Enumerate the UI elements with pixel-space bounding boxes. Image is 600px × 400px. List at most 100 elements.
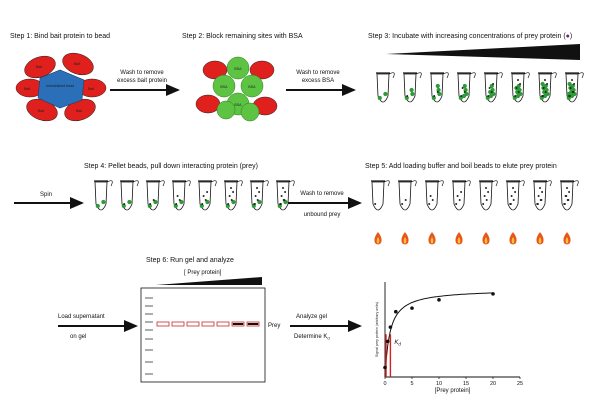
bsa-label: BSA <box>234 67 242 71</box>
prey-legend-dot: ● <box>566 33 570 40</box>
flame-icon <box>455 232 463 245</box>
bait-bead-complex: Immobilized bead Bait Bait Bait Bait Bai… <box>15 52 107 122</box>
tube <box>403 72 422 103</box>
bsa-label: BSA <box>220 85 228 89</box>
tube <box>398 180 417 211</box>
bait-label: Bait <box>36 65 42 69</box>
wash-arrow-2-line1: Wash to remove <box>296 70 340 76</box>
flame-icon <box>401 232 409 245</box>
tube <box>533 180 552 211</box>
tube-row-step3 <box>376 72 584 103</box>
prey-bands <box>156 321 260 327</box>
gel-concentration-wedge <box>156 277 262 285</box>
tube <box>457 72 476 103</box>
bait-label: Bait <box>24 87 30 91</box>
bait-label: Bait <box>88 87 94 91</box>
tube <box>560 180 579 211</box>
gel-lane-band <box>231 321 245 327</box>
binding-curve-chart: 0 5 10 15 20 25 Kd [Prey protein] Signal prey… <box>375 282 523 394</box>
wash-arrow-3-line2: unbound prey <box>304 212 341 218</box>
tube <box>276 180 295 211</box>
gel-band-fill <box>247 323 259 325</box>
tube <box>425 180 444 211</box>
flame-icon <box>374 232 382 245</box>
tube <box>250 180 269 211</box>
tube-row-step5 <box>371 180 579 211</box>
kd-label: Kd <box>394 340 401 347</box>
gel-header: [ Prey protein] <box>184 270 222 276</box>
tube <box>511 72 530 103</box>
tube <box>198 180 217 211</box>
tube <box>565 72 584 103</box>
tube <box>484 72 503 103</box>
step5-title: Step 5: Add loading buffer and boil bead… <box>365 163 557 170</box>
gel: [ Prey protein] Prey <box>140 270 280 383</box>
data-point <box>410 306 414 310</box>
tube <box>172 180 191 211</box>
step4-title: Step 4: Pellet beads, pull down interact… <box>84 163 258 170</box>
y-axis-label: Signal prey protein (arbitrary units) <box>375 302 379 357</box>
x-tick-label: 20 <box>490 381 496 387</box>
x-tick-label: 15 <box>463 381 469 387</box>
gel-lane-band <box>186 321 200 327</box>
x-tick-label: 25 <box>517 381 523 387</box>
step3-title: Step 3: Incubate with increasing concent… <box>368 33 572 40</box>
tube <box>146 180 165 211</box>
gel-lane-band <box>201 321 215 327</box>
tube <box>376 72 395 103</box>
step2-title: Step 2: Block remaining sites with BSA <box>182 33 303 40</box>
gel-frame <box>140 287 266 383</box>
flame-row <box>374 232 571 245</box>
analyze-arrow-line1: Analyze gel <box>296 314 327 320</box>
fit-curve <box>384 292 494 378</box>
gel-lane-band <box>171 321 185 327</box>
data-point <box>437 298 441 302</box>
data-point <box>394 309 398 314</box>
tube <box>452 180 471 211</box>
step6-title: Step 6: Run gel and analyze <box>146 257 234 264</box>
tube <box>538 72 557 103</box>
bsa-label: BSA <box>248 85 256 89</box>
bsa-blocked-bead: BSA BSA BSA BSA <box>195 56 278 122</box>
gel-lane-band <box>216 321 230 327</box>
prey-concentration-wedge <box>386 44 580 60</box>
wash-arrow-1-line2: excess bait protein <box>117 78 167 84</box>
x-tick-label: 0 <box>383 381 386 387</box>
spin-label: Spin <box>40 192 52 198</box>
bead-label: Immobilized bead <box>46 84 74 88</box>
flame-icon <box>428 232 436 245</box>
flame-icon <box>536 232 544 245</box>
analyze-arrow-line2: Determine Kd <box>294 334 330 341</box>
load-arrow-line2: on gel <box>70 334 86 340</box>
gel-lane-band <box>156 321 170 327</box>
tube <box>430 72 449 103</box>
bait-label: Bait <box>38 109 44 113</box>
gel-lane-band <box>246 321 260 327</box>
ladder <box>145 297 153 375</box>
tube <box>120 180 139 211</box>
x-axis-label: [Prey protein] <box>435 388 471 394</box>
step1-title: Step 1: Bind bait protein to bead <box>10 33 110 40</box>
prey-band-label: Prey <box>268 323 280 329</box>
flame-icon <box>482 232 490 245</box>
tube <box>94 180 113 211</box>
gel-band-fill <box>232 323 244 325</box>
load-arrow-line1: Load supernatant <box>58 314 105 320</box>
data-point <box>388 325 393 329</box>
bait-label: Bait <box>74 62 80 66</box>
tube <box>506 180 525 211</box>
data-point <box>385 339 390 344</box>
tube-row-step4 <box>94 180 295 211</box>
x-tick-label: 10 <box>436 381 442 387</box>
flame-icon <box>563 232 571 245</box>
data-point <box>383 365 387 370</box>
x-tick-label: 5 <box>410 381 413 387</box>
tube <box>224 180 243 211</box>
bsa-label: BSA <box>234 103 242 107</box>
bait-label: Bait <box>76 109 82 113</box>
data-point <box>491 292 495 296</box>
tube <box>479 180 498 211</box>
chart-axes <box>384 282 520 378</box>
